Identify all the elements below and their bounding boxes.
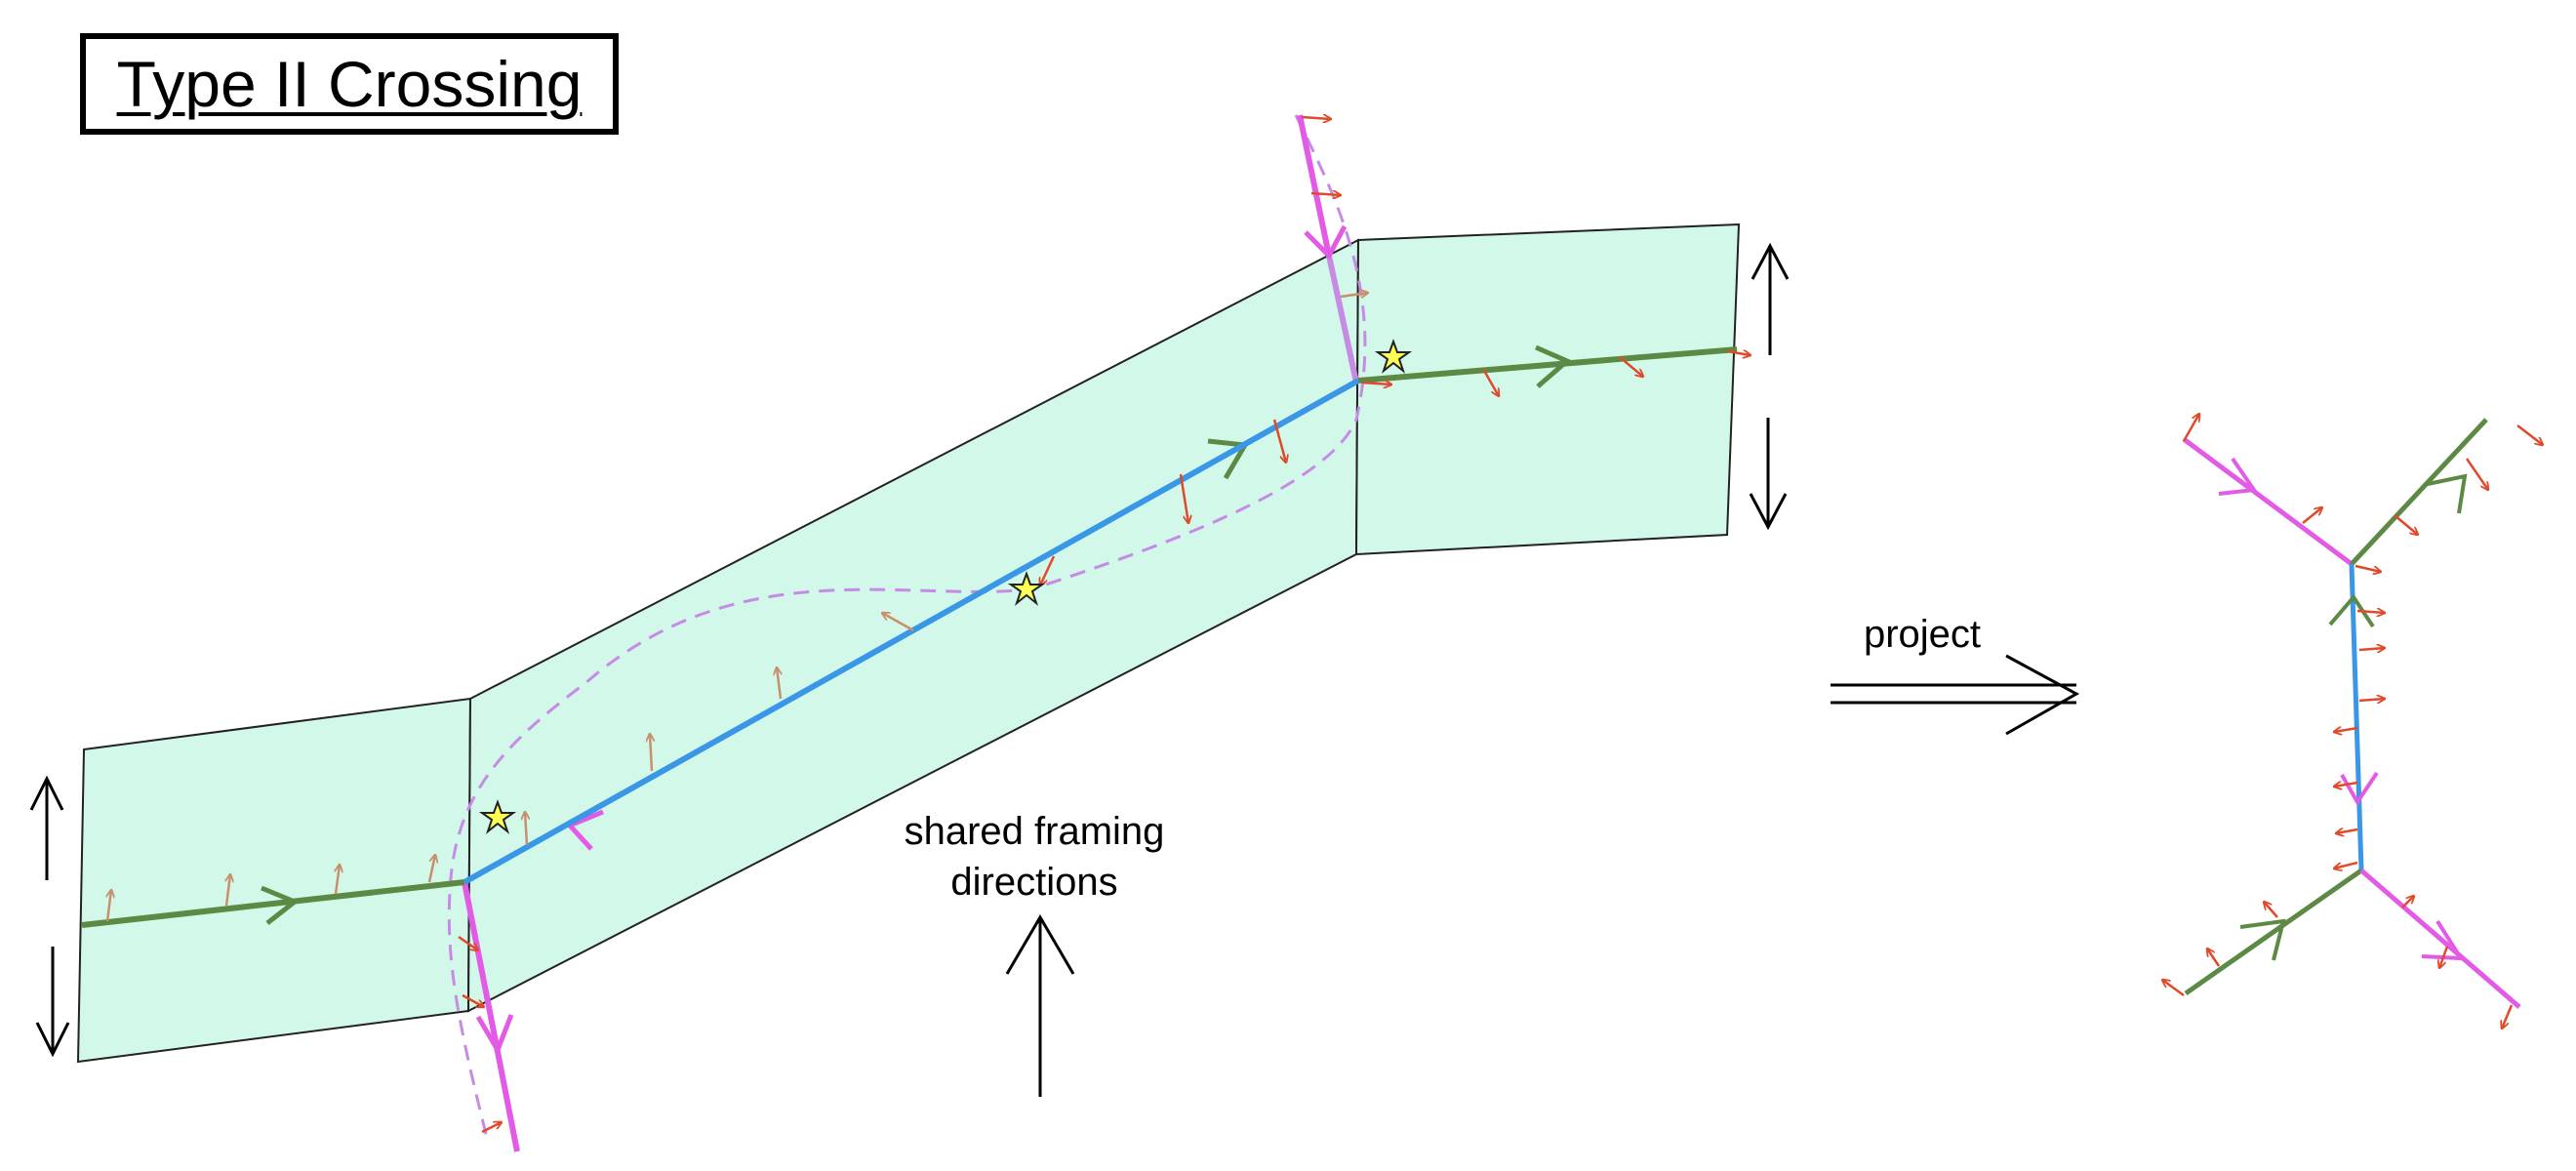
projected-graph [2182,418,2521,1009]
page-title: Type II Crossing [116,48,583,120]
star-icon [1374,339,1413,374]
shared-framing-line1: shared framing [904,810,1165,853]
shared-framing-line2: directions [950,861,1118,904]
projected-framing-arrows [2162,414,2543,1029]
black-arrows [29,242,1790,1097]
double-arrow-icon [1831,654,2080,736]
framing-arrows-red [458,117,1751,1134]
magenta-chevron-bottom [475,1014,514,1056]
star-icons [478,339,1413,834]
sheets [76,222,1741,1064]
star-icon [478,799,517,834]
blue-edge [463,378,1360,885]
sheet-left [76,697,472,1064]
magenta-strand [462,114,1359,1152]
project-label: project [1863,613,1982,656]
shared-framing-label: shared framing directions [839,806,1229,908]
framing-arrows-tan [107,293,1368,922]
green-edges [81,344,1738,928]
sheet-right [1354,222,1741,556]
title-box: Type II Crossing [80,33,619,135]
magenta-chevron-top [1304,224,1348,261]
star-icon [1007,571,1046,606]
